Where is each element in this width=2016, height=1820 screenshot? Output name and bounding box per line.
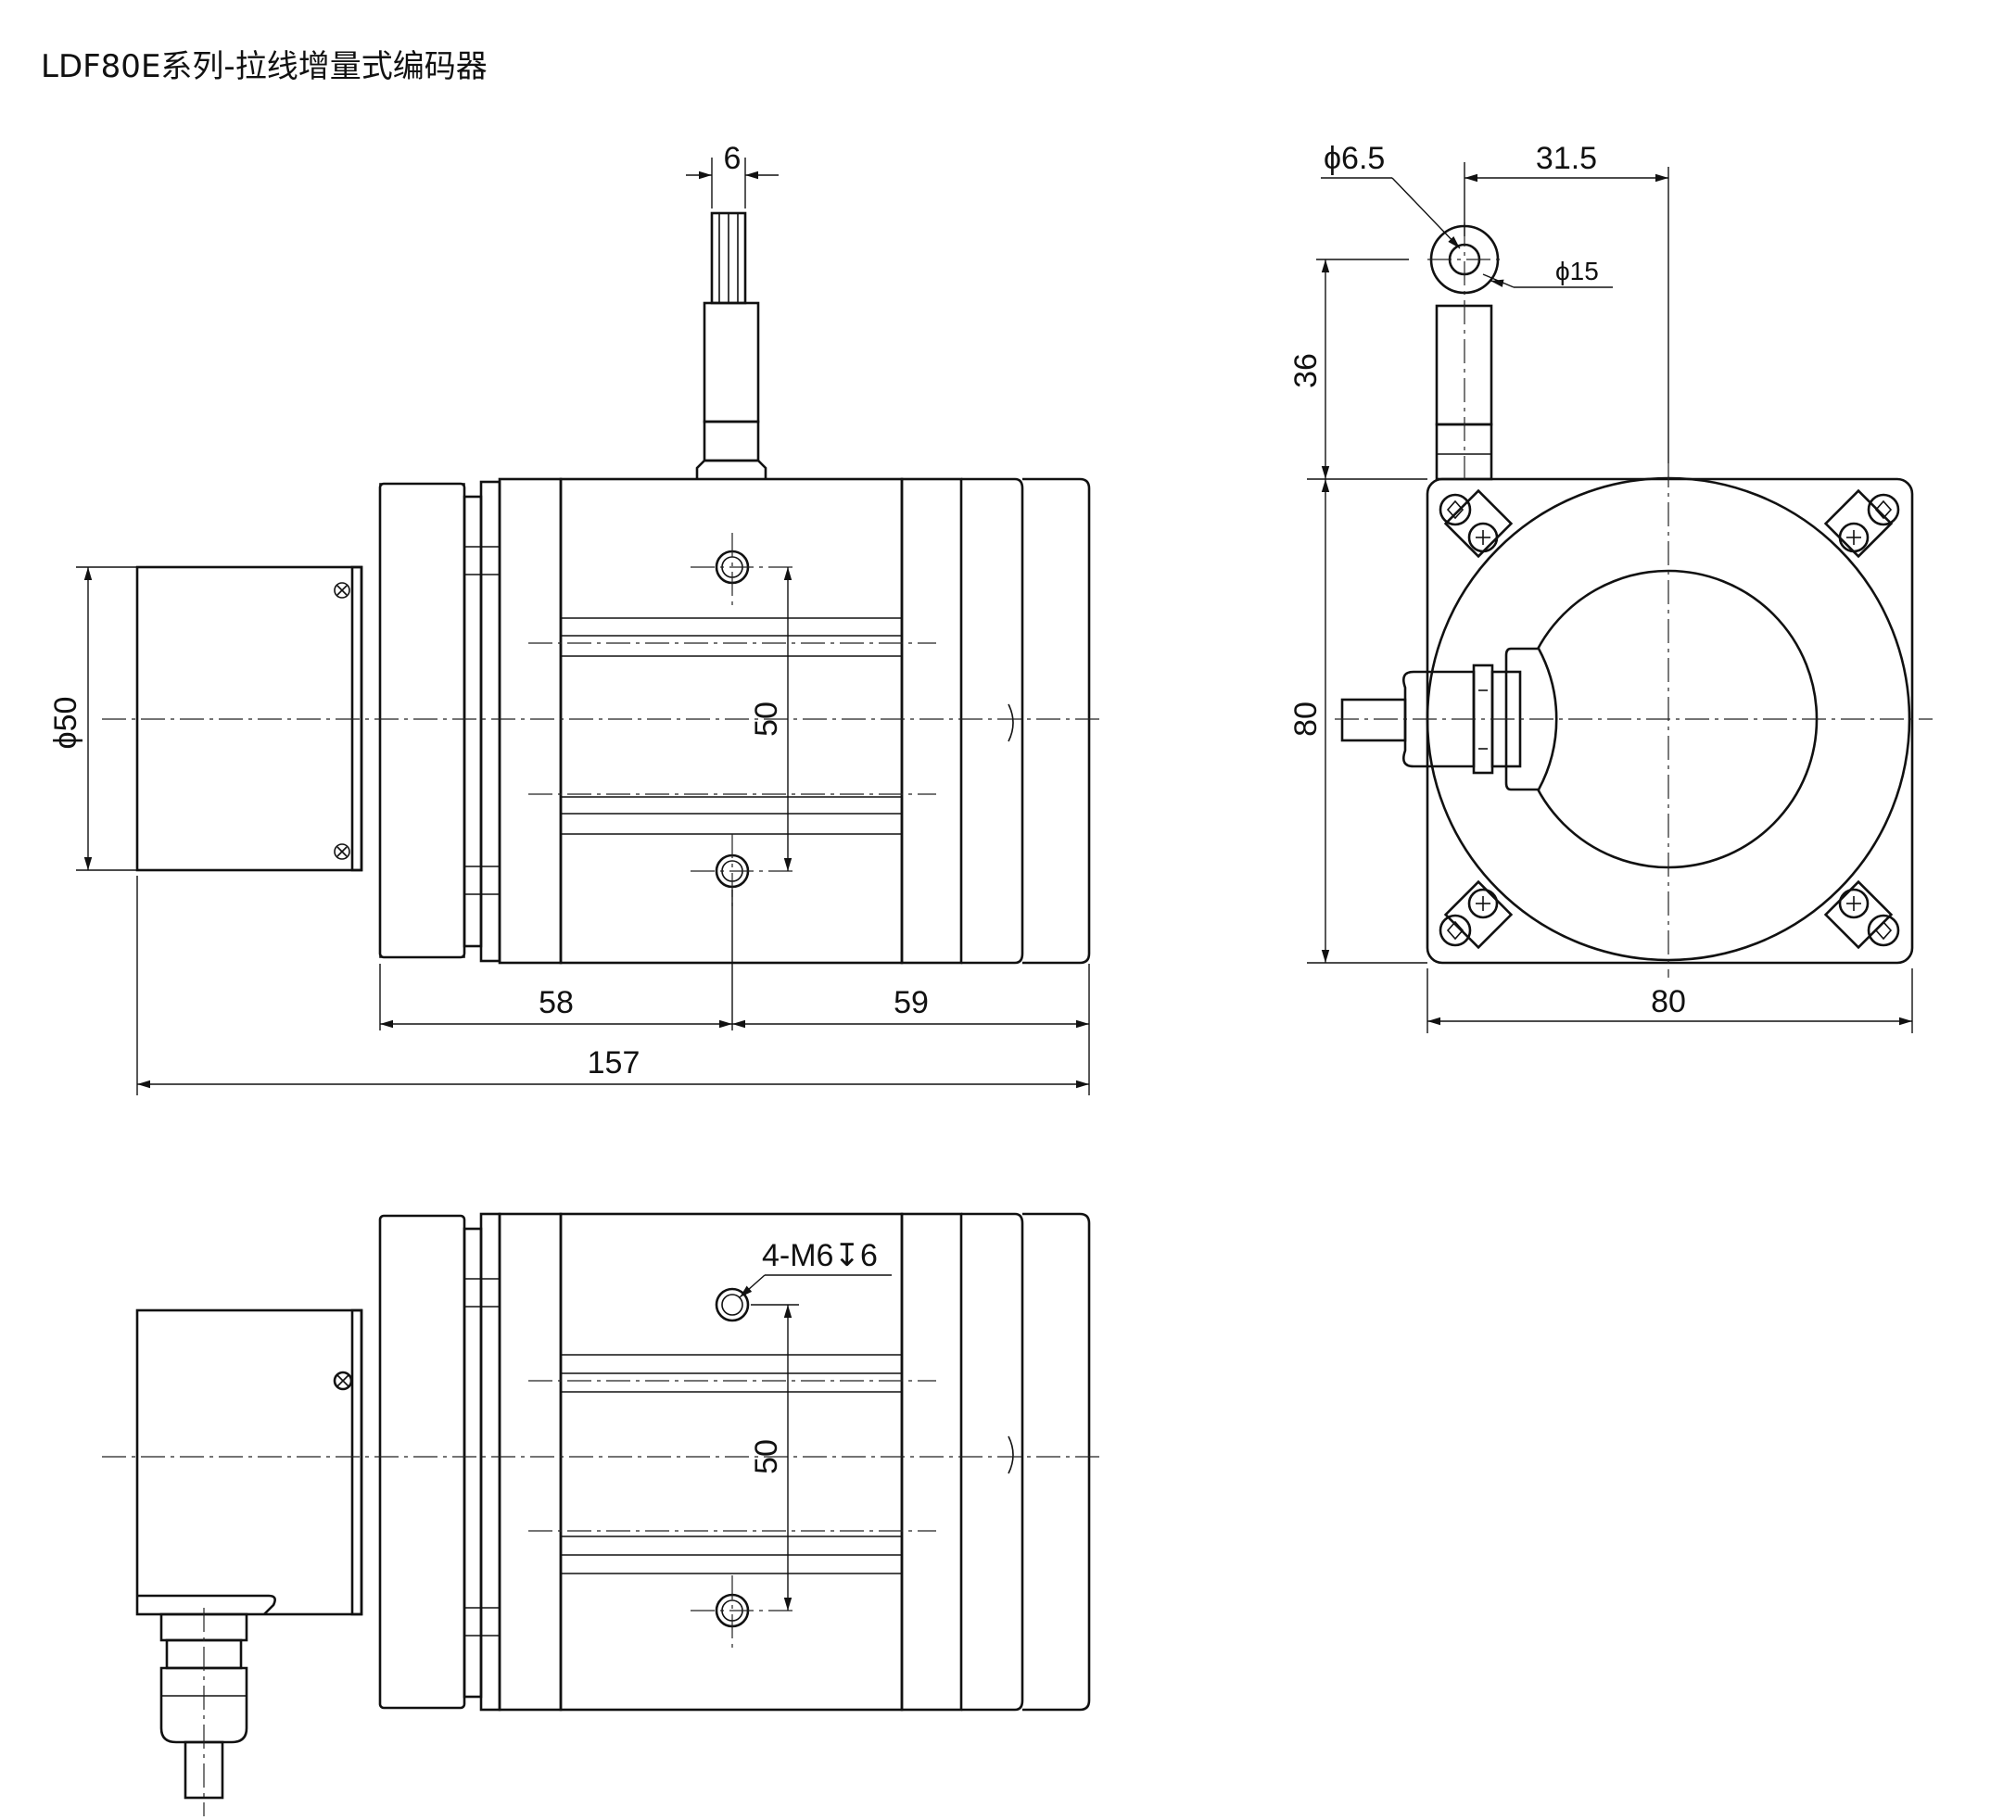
- dim-left-length: 58: [539, 985, 574, 1020]
- side-centerlines: [1335, 222, 1933, 978]
- front-centerlines: [102, 533, 1103, 908]
- thread-callout: 4-M6↧6: [762, 1238, 878, 1273]
- bottom-dimensions: [739, 1274, 892, 1611]
- dim-right-length: 59: [894, 985, 929, 1020]
- flange: [378, 480, 501, 963]
- dim-ring-height: 36: [1288, 353, 1324, 388]
- dim-ring-offset: 31.5: [1536, 141, 1597, 176]
- dim-front-hole-spacing: 50: [749, 701, 784, 737]
- dim-housing-height: 80: [1288, 701, 1324, 737]
- bottom-connector: [159, 1608, 248, 1816]
- housing: [498, 477, 1091, 965]
- dim-wire-width: 6: [724, 141, 742, 176]
- dim-bottom-hole-spacing: 50: [749, 1439, 784, 1474]
- wire-outlet: [695, 211, 767, 479]
- dim-total-length: 157: [588, 1045, 640, 1081]
- bottom-flange: [378, 1212, 501, 1712]
- side-dimensions: [1307, 162, 1913, 1033]
- front-dimensions: [76, 158, 1090, 1095]
- dim-housing-width: 80: [1651, 984, 1686, 1019]
- bottom-view: 4-M6↧6 50: [102, 1212, 1103, 1816]
- bottom-housing: [498, 1212, 1091, 1712]
- side-view: ϕ6.5 31.5 ϕ15 36 80 80: [1288, 141, 1933, 1033]
- bottom-centerlines: [102, 1380, 1103, 1648]
- dim-ring-outer-diameter: ϕ15: [1555, 257, 1599, 285]
- front-view: 6 ϕ50 50 58 59 157: [48, 141, 1103, 1095]
- corner-screws: [1439, 488, 1900, 950]
- bottom-encoder: [135, 1308, 363, 1616]
- dim-ring-inner-diameter: ϕ6.5: [1324, 141, 1385, 176]
- drawing-title: LDF80E系列-拉线增量式编码器: [41, 48, 488, 85]
- dim-body-diameter: ϕ50: [48, 697, 83, 750]
